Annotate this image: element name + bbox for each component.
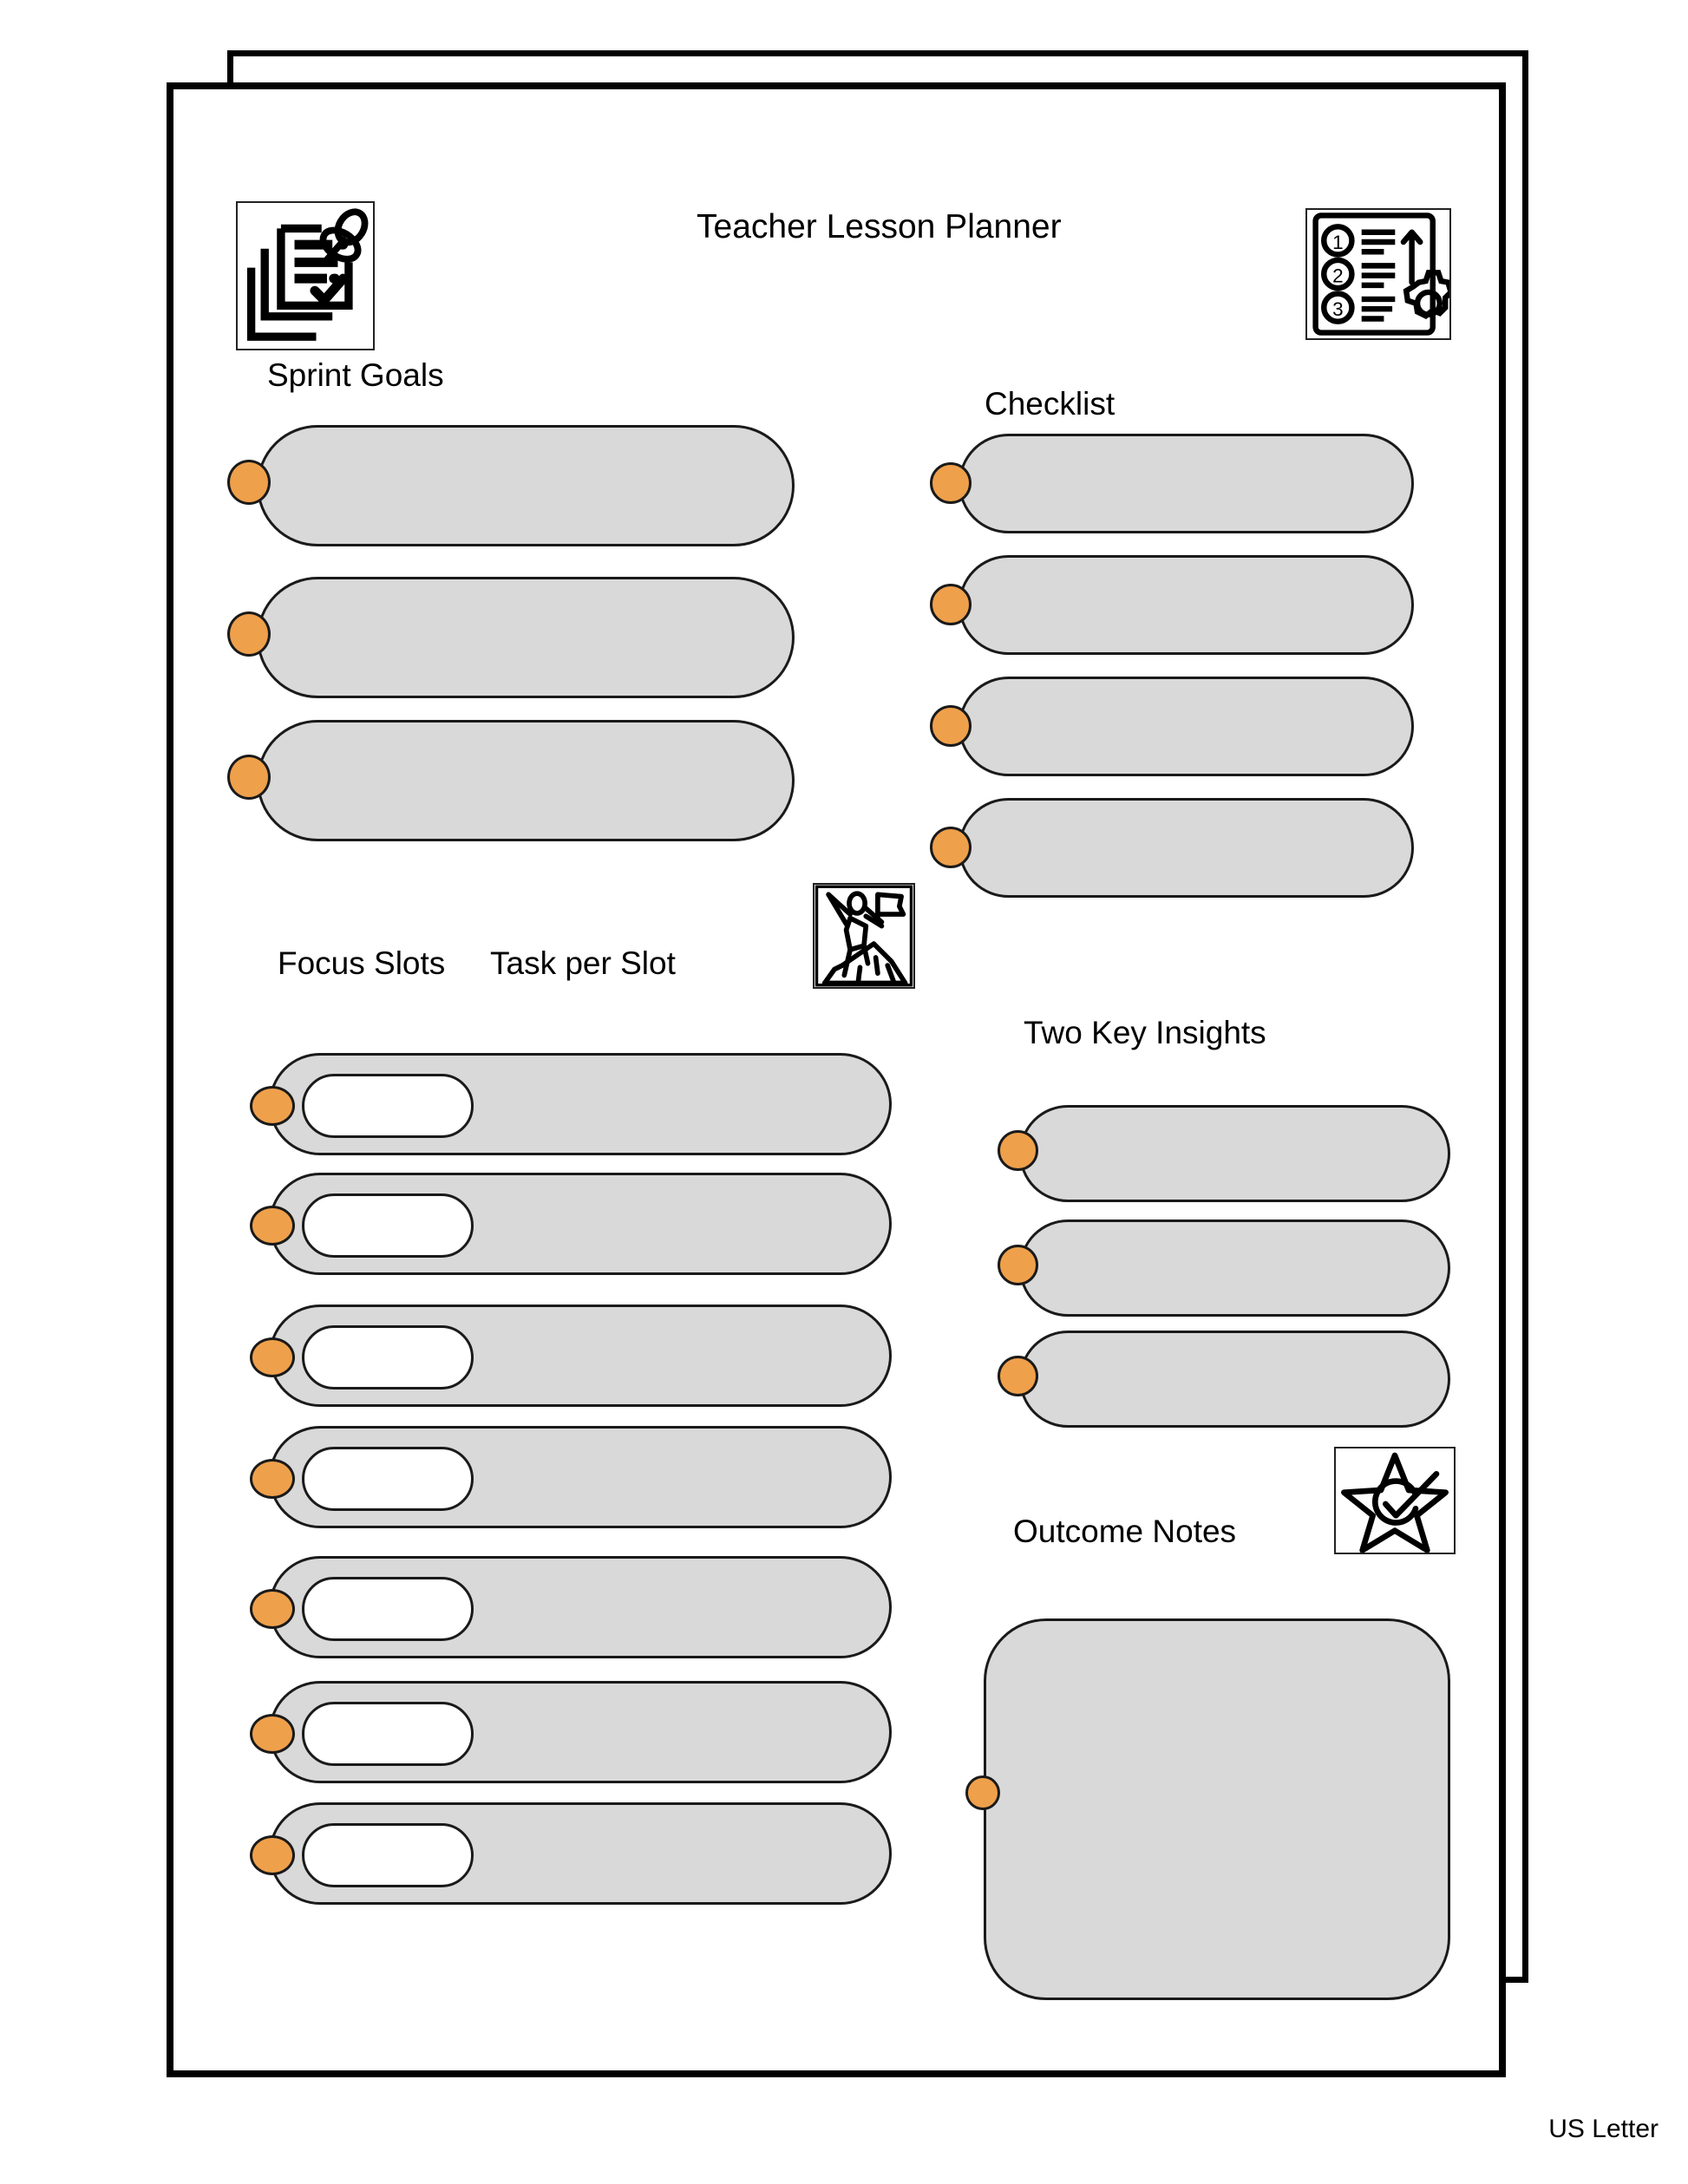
- sprint-goal-marker[interactable]: [227, 611, 271, 657]
- focus-slot-marker[interactable]: [250, 1206, 295, 1246]
- focus-slot-marker[interactable]: [250, 1835, 295, 1875]
- focus-slot-marker[interactable]: [250, 1086, 295, 1126]
- sprint-goal-row[interactable]: [257, 425, 795, 546]
- checklist-row[interactable]: [958, 555, 1414, 655]
- key-insight-row[interactable]: [1019, 1331, 1450, 1428]
- focus-slot-input[interactable]: [302, 1702, 474, 1766]
- checklist-marker[interactable]: [930, 462, 972, 504]
- checklist-row[interactable]: [958, 434, 1414, 533]
- focus-slots-label: Focus Slots: [278, 945, 446, 981]
- star-check-icon: [1334, 1447, 1456, 1554]
- sprint-goal-row[interactable]: [257, 720, 795, 841]
- stacked-documents-pin-icon: [236, 201, 375, 350]
- key-insight-marker[interactable]: [998, 1245, 1038, 1285]
- focus-slot-input[interactable]: [302, 1823, 474, 1887]
- checklist-marker[interactable]: [930, 705, 972, 747]
- outcome-notes-field[interactable]: [984, 1618, 1450, 2000]
- svg-text:2: 2: [1332, 265, 1344, 287]
- numbered-list-gear-icon: 1 2 3: [1305, 208, 1451, 340]
- checklist-label: Checklist: [985, 386, 1116, 422]
- page-title: Teacher Lesson Planner: [697, 208, 1062, 245]
- two-key-insights-label: Two Key Insights: [1024, 1015, 1266, 1050]
- focus-slot-input[interactable]: [302, 1193, 474, 1258]
- sprint-goals-label: Sprint Goals: [267, 357, 444, 393]
- focus-slot-marker[interactable]: [250, 1337, 295, 1377]
- sprint-goal-row[interactable]: [257, 577, 795, 698]
- outcome-notes-label: Outcome Notes: [1013, 1514, 1237, 1549]
- climber-flag-summit-icon: [813, 883, 915, 989]
- focus-slot-input[interactable]: [302, 1074, 474, 1138]
- key-insight-marker[interactable]: [998, 1130, 1038, 1171]
- checklist-row[interactable]: [958, 798, 1414, 898]
- focus-slot-input[interactable]: [302, 1577, 474, 1641]
- svg-text:3: 3: [1332, 298, 1344, 320]
- outcome-notes-marker[interactable]: [965, 1775, 1000, 1810]
- focus-slot-marker[interactable]: [250, 1459, 295, 1499]
- key-insight-row[interactable]: [1019, 1105, 1450, 1202]
- sprint-goal-marker[interactable]: [227, 755, 271, 800]
- paper-size-note: US Letter: [1548, 2115, 1659, 2143]
- focus-slot-marker[interactable]: [250, 1714, 295, 1754]
- key-insight-row[interactable]: [1019, 1220, 1450, 1317]
- sprint-goal-marker[interactable]: [227, 460, 271, 505]
- checklist-marker[interactable]: [930, 827, 972, 868]
- checklist-row[interactable]: [958, 677, 1414, 776]
- task-per-slot-label: Task per Slot: [490, 945, 676, 981]
- checklist-marker[interactable]: [930, 584, 972, 625]
- focus-slot-marker[interactable]: [250, 1589, 295, 1629]
- svg-text:1: 1: [1332, 232, 1344, 253]
- focus-slot-input[interactable]: [302, 1447, 474, 1511]
- key-insight-marker[interactable]: [998, 1356, 1038, 1396]
- focus-slot-input[interactable]: [302, 1325, 474, 1390]
